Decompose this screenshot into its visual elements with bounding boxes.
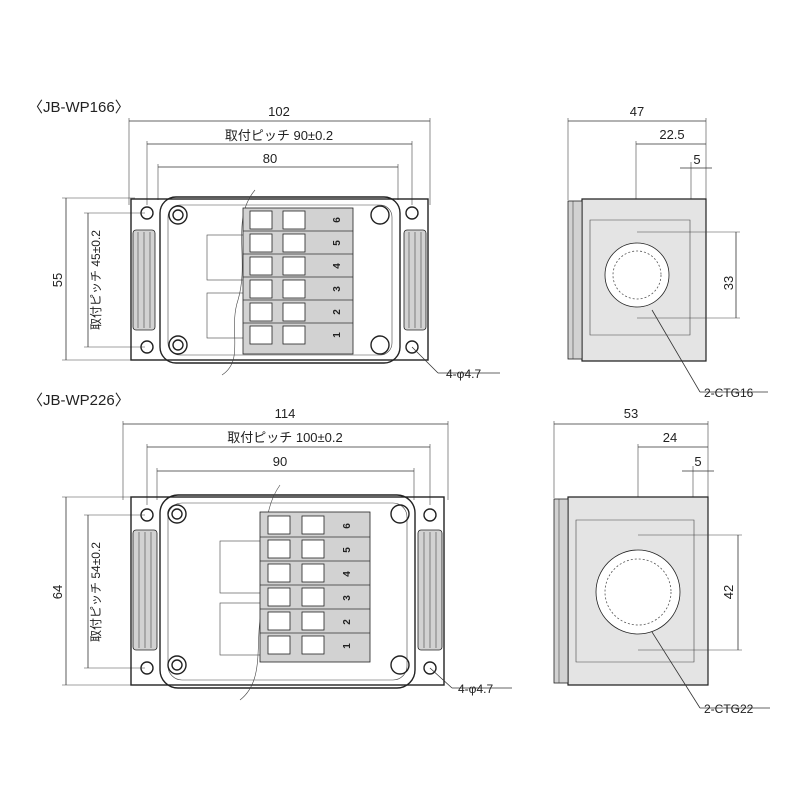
model-label-jb-wp226: 〈JB-WP226〉: [28, 392, 130, 409]
mount-pitch-h-dim: 取付ピッチ 90±0.2: [225, 128, 333, 143]
side-depth-dim: 47: [630, 104, 644, 119]
terminal-numbers-wp226: 6 5 4 3 2 1: [342, 523, 353, 649]
port-height-dim: 42: [721, 585, 736, 599]
front-view-body-wp166: [130, 189, 429, 376]
terminal-number: 4: [332, 263, 343, 269]
side-center-dim: 22.5: [659, 127, 684, 142]
front-view-body-wp226: [130, 484, 445, 701]
port-height-dim: 33: [721, 276, 736, 290]
hole-callout-wp166: 4-φ4.7: [411, 346, 500, 381]
terminal-number: 3: [342, 595, 353, 601]
hole-callout-wp226: 4-φ4.7: [429, 667, 512, 696]
inner-width-dim: 90: [273, 454, 287, 469]
mount-pitch-v-dim: 取付ピッチ 45±0.2: [89, 230, 103, 330]
terminal-number: 5: [342, 547, 353, 553]
terminal-number: 2: [342, 619, 353, 625]
inner-width-dim: 80: [263, 151, 277, 166]
terminal-number: 6: [332, 217, 343, 223]
terminal-number: 3: [332, 286, 343, 292]
terminal-number: 4: [342, 571, 353, 577]
port-callout-label: 2-CTG16: [704, 386, 754, 400]
side-view-wp166: 47 22.5 5 33 2-CTG16: [567, 104, 768, 400]
mount-pitch-v-dim: 取付ピッチ 54±0.2: [89, 542, 103, 642]
jb-wp226-drawing: 〈JB-WP226〉 114 取付ピッチ 100±0.2 90 64 取付ピッチ…: [28, 392, 770, 716]
overall-width-dim: 102: [268, 104, 290, 119]
model-label-jb-wp166: 〈JB-WP166〉: [28, 99, 130, 116]
hole-callout-label: 4-φ4.7: [446, 367, 481, 381]
terminal-number: 5: [332, 240, 343, 246]
side-view-wp226: 53 24 5 42 2-CTG22: [553, 406, 770, 716]
terminal-numbers-wp166: 6 5 4 3 2 1: [332, 217, 343, 338]
terminal-number: 1: [342, 643, 353, 649]
height-dim: 55: [50, 273, 65, 287]
front-view-dimensions-wp226: 114 取付ピッチ 100±0.2 90 64 取付ピッチ 54±0.2: [50, 406, 449, 686]
overall-width-dim: 114: [275, 406, 296, 421]
terminal-number: 6: [342, 523, 353, 529]
front-view-dimensions-wp166: 102 取付ピッチ 90±0.2 80 55 取付ピッチ 45±0.2: [50, 104, 431, 361]
side-center-dim: 24: [663, 430, 677, 445]
hole-callout-label: 4-φ4.7: [458, 682, 493, 696]
mount-pitch-h-dim: 取付ピッチ 100±0.2: [227, 430, 343, 445]
side-depth-dim: 53: [624, 406, 638, 421]
side-flange-dim: 5: [693, 152, 700, 167]
port-callout-label: 2-CTG22: [704, 702, 754, 716]
side-flange-dim: 5: [694, 454, 701, 469]
height-dim: 64: [50, 585, 65, 599]
jb-wp166-drawing: 〈JB-WP166〉 102 取付ピッチ 90±0.2 80 55 取付ピッチ …: [28, 99, 768, 400]
terminal-number: 2: [332, 309, 343, 315]
terminal-number: 1: [332, 332, 343, 338]
